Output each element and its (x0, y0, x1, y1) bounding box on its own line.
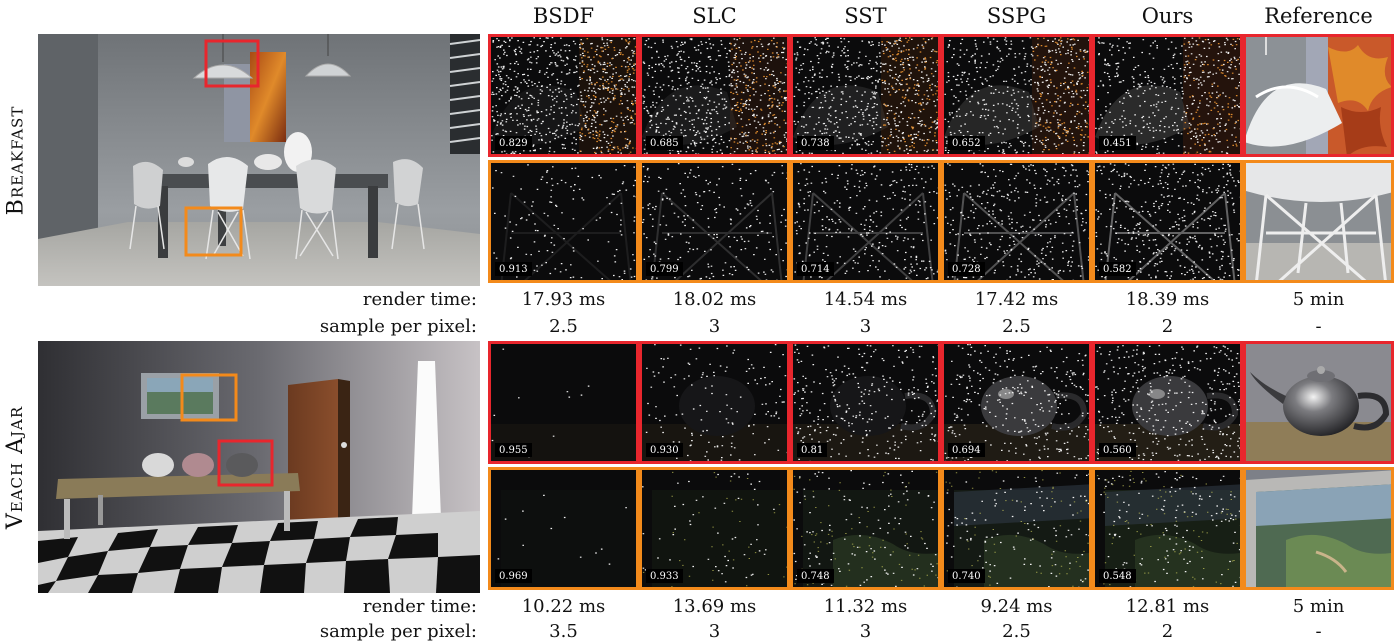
render-time-label: render time: (362, 596, 477, 617)
scene-label-breakfast-text: Breakfast (3, 105, 29, 215)
column-header-reference: Reference (1264, 4, 1373, 28)
spp-value: 2.5 (549, 316, 578, 337)
error-value: 0.714 (797, 262, 834, 276)
breakfast-crop-sspg-bottom: 0.728 (941, 160, 1092, 283)
spp-value: 2.5 (1002, 621, 1031, 642)
breakfast-crop-bsdf-top: 0.829 (488, 34, 639, 157)
error-value: 0.652 (948, 136, 985, 150)
column-header-slc: SLC (692, 4, 737, 28)
veach-crop-ours-bottom: 0.548 (1092, 467, 1243, 590)
veach-crop-sspg-bottom: 0.740 (941, 467, 1092, 590)
scene-label-breakfast: Breakfast (0, 34, 32, 286)
error-value: 0.694 (948, 443, 985, 457)
veach-crop-bsdf-top: 0.955 (488, 341, 639, 464)
render-time-value: 18.02 ms (672, 289, 757, 310)
error-value: 0.930 (646, 443, 683, 457)
render-time-value: 11.32 ms (823, 596, 908, 617)
error-value: 0.451 (1099, 136, 1136, 150)
breakfast-crop-sst-top: 0.738 (790, 34, 941, 157)
breakfast-crop-sspg-top: 0.652 (941, 34, 1092, 157)
error-value: 0.933 (646, 569, 683, 583)
veach-crop-slc-top: 0.930 (639, 341, 790, 464)
spp-value: 2 (1161, 316, 1174, 337)
breakfast-scene-image (38, 34, 480, 286)
column-header-ours: Ours (1141, 4, 1194, 28)
render-time-label: render time: (362, 289, 477, 310)
error-value: 0.582 (1099, 262, 1136, 276)
error-value: 0.728 (948, 262, 985, 276)
breakfast-crop-slc-top: 0.685 (639, 34, 790, 157)
render-time-value: 17.93 ms (521, 289, 606, 310)
spp-value: 2.5 (1002, 316, 1031, 337)
spp-value: - (1315, 621, 1322, 642)
spp-label: sample per pixel: (319, 621, 477, 642)
error-value: 0.738 (797, 136, 834, 150)
scene-label-veach-ajar: Veach Ajar (0, 341, 32, 593)
error-value: 0.969 (495, 569, 532, 583)
veach-crop-ours-top: 0.560 (1092, 341, 1243, 464)
spp-value: 3 (859, 621, 872, 642)
render-time-value: 18.39 ms (1125, 289, 1210, 310)
spp-value: - (1315, 316, 1322, 337)
error-value: 0.548 (1099, 569, 1136, 583)
error-value: 0.913 (495, 262, 532, 276)
column-header-sspg: SSPG (986, 4, 1047, 28)
scene-label-veach-ajar-text: Veach Ajar (3, 405, 29, 529)
render-time-value: 13.69 ms (672, 596, 757, 617)
error-value: 0.740 (948, 569, 985, 583)
column-header-bsdf: BSDF (532, 4, 595, 28)
breakfast-crop-slc-bottom: 0.799 (639, 160, 790, 283)
spp-value: 3 (708, 316, 721, 337)
error-value: 0.829 (495, 136, 532, 150)
breakfast-crop-bsdf-bottom: 0.913 (488, 160, 639, 283)
veach-crop-sspg-top: 0.694 (941, 341, 1092, 464)
render-time-value: 14.54 ms (823, 289, 908, 310)
render-time-value: 5 min (1292, 596, 1345, 617)
render-time-value: 10.22 ms (521, 596, 606, 617)
render-time-value: 12.81 ms (1125, 596, 1210, 617)
veach-crop-slc-bottom: 0.933 (639, 467, 790, 590)
veach-ajar-scene-image (38, 341, 480, 593)
render-time-value: 9.24 ms (980, 596, 1053, 617)
spp-value: 3 (708, 621, 721, 642)
breakfast-crop-ours-top: 0.451 (1092, 34, 1243, 157)
render-time-value: 5 min (1292, 289, 1345, 310)
breakfast-crop-sst-bottom: 0.714 (790, 160, 941, 283)
veach-crop-reference-top (1243, 341, 1394, 464)
spp-value: 2 (1161, 621, 1174, 642)
error-value: 0.748 (797, 569, 834, 583)
column-header-sst: SST (844, 4, 887, 28)
error-value: 0.81 (797, 443, 828, 457)
error-value: 0.685 (646, 136, 683, 150)
breakfast-crop-reference-bottom (1243, 160, 1394, 283)
spp-value: 3 (859, 316, 872, 337)
veach-crop-sst-top: 0.81 (790, 341, 941, 464)
render-time-value: 17.42 ms (974, 289, 1059, 310)
spp-value: 3.5 (549, 621, 578, 642)
veach-crop-reference-bottom (1243, 467, 1394, 590)
veach-crop-sst-bottom: 0.748 (790, 467, 941, 590)
veach-crop-bsdf-bottom: 0.969 (488, 467, 639, 590)
error-value: 0.955 (495, 443, 532, 457)
breakfast-crop-ours-bottom: 0.582 (1092, 160, 1243, 283)
error-value: 0.799 (646, 262, 683, 276)
error-value: 0.560 (1099, 443, 1136, 457)
breakfast-crop-reference-top (1243, 34, 1394, 157)
spp-label: sample per pixel: (319, 316, 477, 337)
